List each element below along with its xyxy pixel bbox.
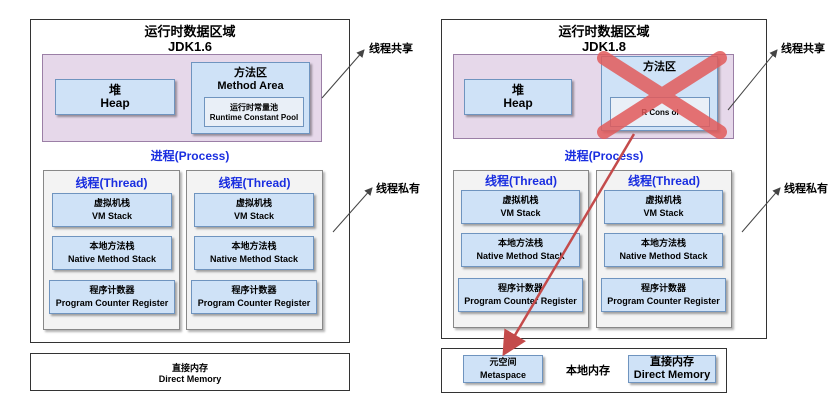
jdk18-thread-2-title: 线程(Thread) xyxy=(627,174,700,188)
vm-stack-en: VM Stack xyxy=(233,211,275,221)
vm-stack-cn: 虚拟机栈 xyxy=(235,198,272,208)
jdk18-thread-2-native-stack: 本地方法栈 Native Method Stack xyxy=(604,233,723,267)
vm-stack-en: VM Stack xyxy=(500,208,541,218)
metaspace-cn: 元空间 xyxy=(489,357,517,367)
jdk16-constant-pool: 运行时常量池 Runtime Constant Pool xyxy=(204,97,304,127)
jdk18-heap-cn: 堆 xyxy=(511,83,524,97)
jdk18-thread-1-native-stack: 本地方法栈 Native Method Stack xyxy=(461,233,580,267)
jdk16-thread-1-pc-register: 程序计数器 Program Counter Register xyxy=(49,280,175,314)
native-stack-cn: 本地方法栈 xyxy=(640,238,686,248)
jdk16-thread-2-native-stack: 本地方法栈 Native Method Stack xyxy=(194,236,314,270)
jdk18-thread-1-pc-register: 程序计数器 Program Counter Register xyxy=(458,278,583,312)
jdk16-pool-cn: 运行时常量池 xyxy=(230,103,278,112)
native-stack-en: Native Method Stack xyxy=(619,251,708,261)
jdk18-title: 运行时数据区域 JDK1.8 xyxy=(442,24,766,54)
pc-register-en: Program Counter Register xyxy=(55,298,169,308)
jdk18-heap-block: 堆 Heap xyxy=(464,79,572,115)
pc-register-en: Program Counter Register xyxy=(464,296,577,306)
jdk16-heap-cn: 堆 xyxy=(108,83,121,97)
jdk18-thread-2-pc-register: 程序计数器 Program Counter Register xyxy=(601,278,726,312)
jdk18-private-label: 线程私有 xyxy=(784,183,828,195)
jdk18-shared-label: 线程共享 xyxy=(781,43,825,55)
vm-stack-cn: 虚拟机栈 xyxy=(93,198,130,208)
jdk16-pool-en: Runtime Constant Pool xyxy=(209,113,299,122)
native-stack-en: Native Method Stack xyxy=(476,251,565,261)
jdk18-direct-en: Direct Memory xyxy=(633,369,711,381)
jdk16-thread-2-title: 线程(Thread) xyxy=(218,176,291,190)
jdk18-metaspace-block: 元空间 Metaspace xyxy=(463,355,543,383)
native-stack-en: Native Method Stack xyxy=(209,254,299,264)
jdk16-heap-block: 堆 Heap xyxy=(55,79,175,115)
vm-stack-cn: 虚拟机栈 xyxy=(502,195,539,205)
jdk16-thread-2-pc-register: 程序计数器 Program Counter Register xyxy=(191,280,317,314)
jdk16-shared-label: 线程共享 xyxy=(369,43,413,55)
pc-register-en: Program Counter Register xyxy=(197,298,311,308)
native-stack-cn: 本地方法栈 xyxy=(89,241,135,251)
jdk16-method-en: Method Area xyxy=(217,80,284,92)
jdk16-title-line1: 运行时数据区域 xyxy=(144,24,236,39)
jdk16-direct-memory: 直接内存 Direct Memory xyxy=(30,353,350,391)
jdk16-private-label: 线程私有 xyxy=(376,183,420,195)
native-stack-cn: 本地方法栈 xyxy=(231,241,277,251)
pc-register-cn: 程序计数器 xyxy=(231,285,277,295)
pc-register-cn: 程序计数器 xyxy=(89,285,135,295)
jdk16-direct-cn: 直接内存 xyxy=(171,363,208,373)
vm-stack-en: VM Stack xyxy=(643,208,684,218)
jdk18-thread-2-vm-stack: 虚拟机栈 VM Stack xyxy=(604,190,723,224)
jdk18-constant-pool-removed: R Cons ol xyxy=(610,97,710,127)
jdk16-thread-2-vm-stack: 虚拟机栈 VM Stack xyxy=(194,193,314,227)
pc-register-en: Program Counter Register xyxy=(607,296,720,306)
vm-stack-en: VM Stack xyxy=(91,211,133,221)
native-stack-en: Native Method Stack xyxy=(67,254,157,264)
jdk16-thread-1-title: 线程(Thread) xyxy=(75,176,148,190)
jdk18-title-line1: 运行时数据区域 xyxy=(558,24,650,39)
jdk16-thread-1-native-stack: 本地方法栈 Native Method Stack xyxy=(52,236,172,270)
jdk18-heap-en: Heap xyxy=(503,96,533,110)
jdk18-title-line2: JDK1.8 xyxy=(581,39,627,54)
vm-stack-cn: 虚拟机栈 xyxy=(645,195,682,205)
jdk16-thread-1-vm-stack: 虚拟机栈 VM Stack xyxy=(52,193,172,227)
jdk18-thread-1-vm-stack: 虚拟机栈 VM Stack xyxy=(461,190,580,224)
jdk18-method-cn: 方法区 xyxy=(643,61,676,73)
jdk18-process-label: 进程(Process) xyxy=(564,149,644,163)
jdk18-pool-text: R Cons ol xyxy=(641,107,679,117)
jdk18-direct-memory-block: 直接内存 Direct Memory xyxy=(628,355,716,383)
native-stack-cn: 本地方法栈 xyxy=(497,238,543,248)
jdk16-method-cn: 方法区 xyxy=(234,67,267,79)
jdk16-title: 运行时数据区域 JDK1.6 xyxy=(31,24,349,54)
jdk16-title-line2: JDK1.6 xyxy=(167,39,213,54)
jdk18-direct-cn: 直接内存 xyxy=(650,356,694,368)
jdk18-thread-1-title: 线程(Thread) xyxy=(484,174,557,188)
jdk16-process-label: 进程(Process) xyxy=(150,149,230,163)
jdk16-direct-en: Direct Memory xyxy=(158,374,222,384)
pc-register-cn: 程序计数器 xyxy=(640,283,686,293)
jdk16-heap-en: Heap xyxy=(100,96,130,110)
pc-register-cn: 程序计数器 xyxy=(497,283,543,293)
jdk18-native-memory-label: 本地内存 xyxy=(566,365,610,377)
metaspace-en: Metaspace xyxy=(479,370,527,380)
